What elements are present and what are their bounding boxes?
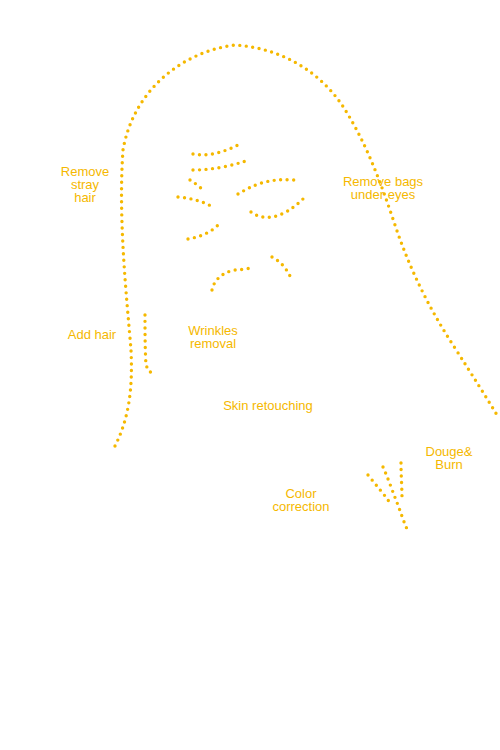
head-outline [115, 45, 497, 446]
callout-label: Wrinkles removal [177, 324, 249, 350]
brow-left-upper [193, 145, 238, 155]
eye-left-lower [178, 197, 211, 206]
mouth-right [272, 257, 290, 276]
eye-left-mark [190, 180, 204, 191]
callout-label: Color correction [265, 487, 337, 513]
add-hair-stroke [145, 315, 154, 375]
brow-left-lower [193, 161, 246, 170]
callout-label: Douge& Burn [420, 445, 478, 471]
callout-label: Add hair [52, 328, 132, 341]
burn-stroke-3 [401, 463, 402, 499]
mouth-left [212, 268, 251, 290]
burn-stroke-2 [383, 467, 407, 529]
cheek-left [188, 224, 219, 239]
eye-right-upper [238, 180, 294, 194]
eye-right-bag [251, 197, 305, 217]
callout-label: Skin retouching [193, 399, 343, 412]
callout-label: Remove bags under eyes [333, 175, 433, 201]
callout-label: Remove stray hair [59, 165, 111, 204]
